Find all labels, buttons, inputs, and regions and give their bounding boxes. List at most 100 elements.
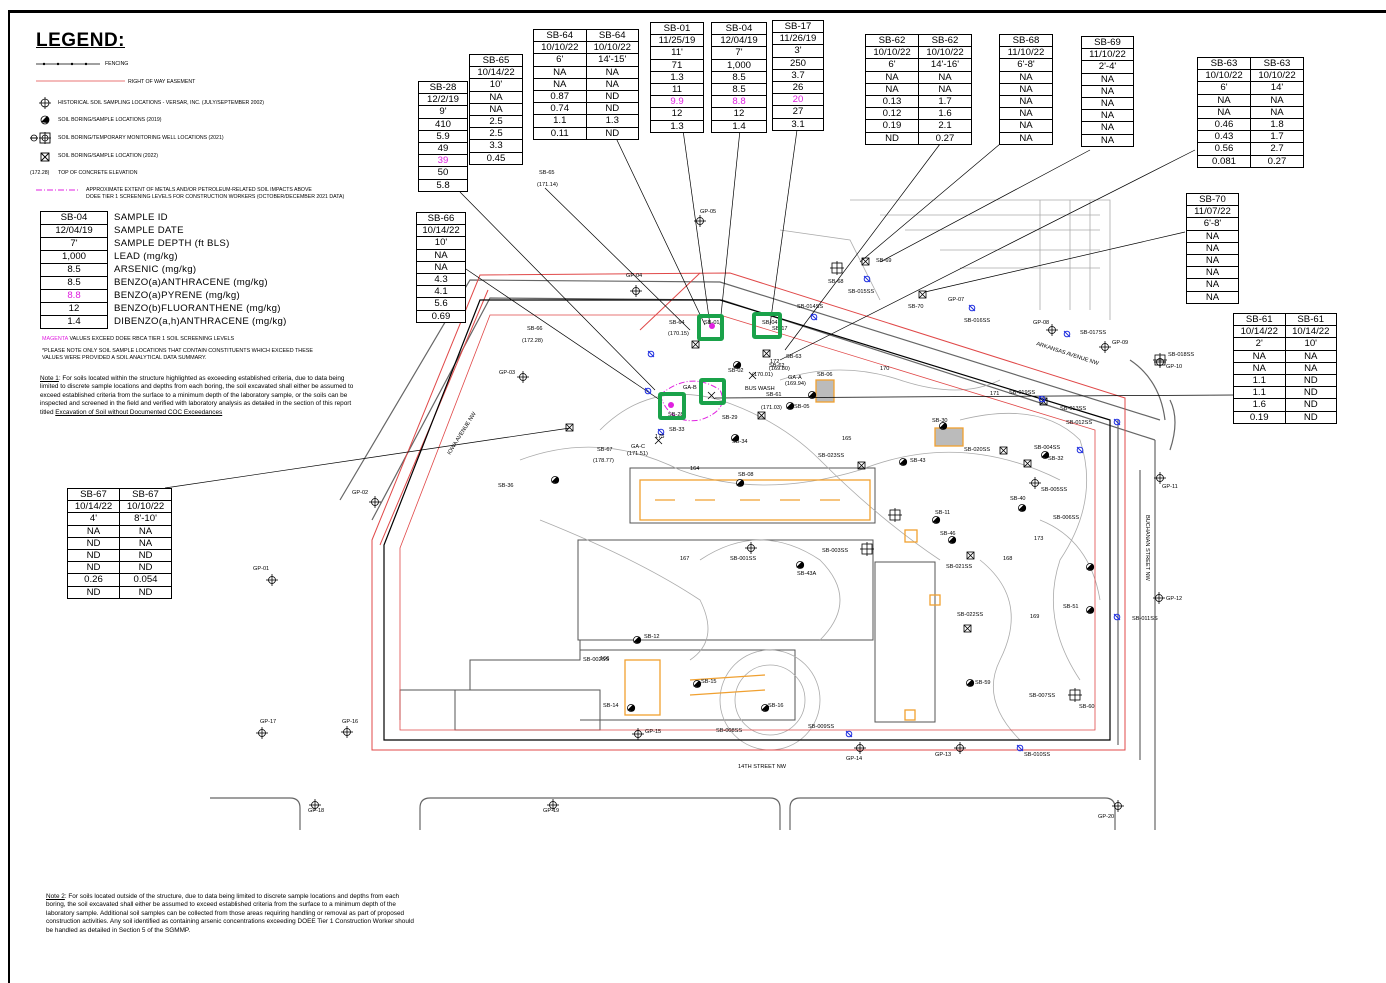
magenta-note: MAGENTA VALUES EXCEED DOEE RBCA TIER 1 S…	[42, 336, 234, 342]
sample-table-cell: ND	[585, 102, 639, 116]
sample-table-row: 3.7	[772, 68, 824, 82]
sample-table-cell: 0.43	[1197, 130, 1251, 144]
site-label: (170.15)	[668, 331, 689, 337]
sample-table-cell: 250	[772, 56, 824, 70]
sample-table-cell: NA	[1284, 349, 1337, 363]
sample-table-cell: 10/10/22	[865, 46, 919, 60]
sample-table-cell: 410	[418, 117, 468, 131]
sample-table-cell: 0.56	[1197, 142, 1251, 156]
sample-table-row: SB-04	[711, 21, 767, 36]
site-label: SB-021SS	[946, 564, 972, 570]
sample-table-cell: SB-61	[1233, 312, 1286, 327]
sample-table-row: 1,000	[711, 58, 767, 72]
crosshair-icon	[256, 727, 268, 739]
sample-table-cell: NA	[416, 260, 466, 274]
sample-table-cell: NA	[1081, 84, 1134, 98]
x-mark-icon	[748, 371, 757, 380]
well-icon	[810, 313, 818, 321]
sample-table-row: 11/26/19	[772, 32, 824, 46]
site-label: (169.80)	[769, 366, 790, 372]
site-label: SB-02	[728, 368, 744, 374]
sample-table-row: 20	[772, 93, 824, 107]
sample-table-cell: NA	[999, 82, 1053, 96]
sample-table-row: SB-28	[418, 80, 468, 95]
site-label: SB-34	[732, 439, 748, 445]
site-label: SB-60	[1079, 704, 1095, 710]
boxed-crosshair-icon	[1068, 688, 1082, 702]
crosshair-icon	[547, 799, 559, 811]
sample-table-cell: 11/10/22	[1081, 48, 1134, 62]
legend-2019: SOIL BORING/SAMPLE LOCATIONS (2019)	[58, 117, 162, 123]
boxed-crosshair-icon	[830, 261, 844, 275]
sample-table-cell: 10/10/22	[1250, 69, 1304, 83]
crosshair-icon	[632, 728, 644, 740]
legend-title: LEGEND:	[36, 30, 125, 51]
sample-table-cell: NA	[999, 70, 1053, 84]
sample-table-cell: NA	[865, 82, 919, 96]
boxed-x-icon	[963, 624, 972, 633]
site-label: SB-023SS	[818, 453, 844, 459]
sample-table-cell: 5.6	[416, 297, 466, 311]
sample-table-cell: SB-17	[772, 19, 824, 34]
site-label: SB-64	[669, 320, 685, 326]
sample-table-cell: 11/10/22	[999, 46, 1053, 60]
sample-table-cell: 0.054	[119, 573, 172, 587]
site-label: SB-66	[527, 326, 543, 332]
sample-table-cell: 10/14/22	[416, 224, 466, 238]
site-label: SB-32	[1048, 456, 1064, 462]
sample-table-row: NA	[1186, 278, 1239, 292]
sample-table-cell: 10/10/22	[533, 41, 587, 55]
note-1-text: : For soils located within the structure…	[40, 375, 354, 416]
site-label: GP-05	[700, 209, 716, 215]
site-label: SB-022SS	[957, 612, 983, 618]
sample-table-row: 6'-8'	[999, 58, 1053, 72]
legend-symbols	[30, 62, 125, 191]
site-label: GP-02	[352, 490, 368, 496]
sample-table-cell: 2'-4'	[1081, 60, 1134, 74]
well-icon	[657, 428, 665, 436]
crosshair-icon	[1029, 477, 1041, 489]
site-label: GP-18	[308, 808, 324, 814]
sample-table-cell: SB-64	[585, 28, 639, 43]
sample-table-row: NA	[1186, 241, 1239, 255]
sample-table-cell: 2'	[1233, 337, 1286, 351]
sample-table-cell: NA	[999, 94, 1053, 109]
sample-table-cell: 1.6	[918, 107, 972, 121]
sample-table-cell: 3.3	[469, 139, 523, 153]
sheet-border-top	[8, 10, 1386, 13]
sample-table-cell: 11/26/19	[772, 32, 824, 46]
sample-table-row: 71	[650, 58, 704, 72]
site-label: SB-63	[786, 354, 802, 360]
site-label: GA-C	[631, 444, 645, 450]
site-label: SB-43	[910, 458, 926, 464]
street-curbs	[210, 279, 1176, 830]
sample-table-cell: 2.5	[469, 114, 523, 129]
site-label: GP-16	[342, 719, 358, 725]
crosshair-icon	[1046, 324, 1058, 336]
site-label: GP-11	[1162, 484, 1178, 490]
legend-elevation: TOP OF CONCRETE ELEVATION	[58, 170, 138, 176]
sample-table-cell: ND	[1284, 386, 1337, 400]
sample-table-cell: 6'	[533, 53, 587, 67]
crosshair-icon	[694, 215, 706, 227]
boxed-x-icon	[762, 349, 771, 358]
site-label: (170.01)	[752, 372, 773, 378]
site-label: SB-46	[940, 531, 956, 537]
sample-table-row: 410	[418, 117, 468, 131]
sample-table-row: NA	[469, 102, 523, 116]
sample-table-row: 5.6	[416, 297, 466, 311]
crosshair-icon	[309, 799, 321, 811]
legend-key-desc: LEAD (mg/kg)	[114, 251, 178, 263]
site-label: SB-69	[876, 258, 892, 264]
